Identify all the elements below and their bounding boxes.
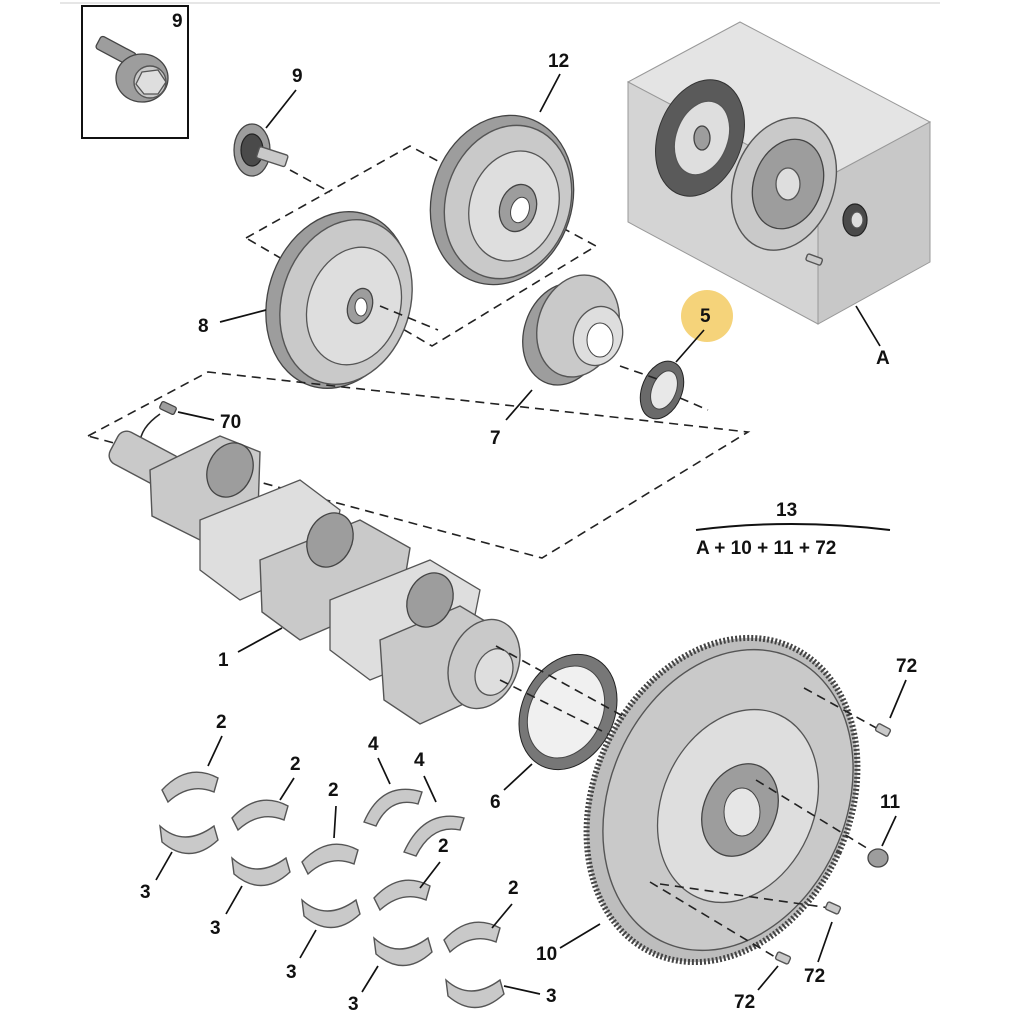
part-72-bolt-bottom[interactable]: [649, 881, 792, 965]
part-72-bolt-mid[interactable]: [659, 883, 842, 915]
part-8-leader: [219, 309, 267, 323]
part-3c-leader: [299, 929, 317, 959]
part-12-damper-pulley[interactable]: [409, 97, 595, 304]
part-72-bottom-leader: [757, 965, 779, 991]
clutch-kit-box-A[interactable]: [626, 21, 932, 325]
part-2a-label: 2: [216, 712, 227, 733]
clutch-disc-icon: [655, 79, 745, 197]
part-2d-leader: [419, 861, 441, 889]
bolt-axis-line: [289, 169, 331, 193]
main-bearing-shell-lower-a[interactable]: [159, 824, 219, 855]
part-9-bolt[interactable]: [233, 123, 289, 177]
part-5-leader: [675, 329, 705, 363]
part-5-label: 5: [700, 306, 711, 327]
main-bearing-shell-lower-c[interactable]: [301, 898, 361, 929]
part-3e-leader: [503, 985, 541, 995]
part-4b-label: 4: [414, 750, 425, 771]
part-9-inset-box[interactable]: 9: [81, 5, 189, 139]
part-12-label: 12: [548, 51, 569, 72]
part-3d-leader: [361, 965, 379, 993]
part-72-bottom-label: 72: [734, 992, 755, 1013]
part-4a-label: 4: [368, 734, 379, 755]
part-11-label: 11: [880, 792, 901, 813]
part-3b-label: 3: [210, 918, 221, 939]
part-A-label: A: [876, 348, 890, 369]
pressure-plate-icon: [730, 117, 838, 251]
part-3c-label: 3: [286, 962, 297, 983]
part-2c-label: 2: [328, 780, 339, 801]
part-1-crankshaft[interactable]: [106, 428, 533, 725]
part-72-top-leader: [889, 679, 907, 719]
part-7-timing-sprocket[interactable]: [510, 264, 632, 396]
part-70-leader: [177, 411, 215, 421]
crankshaft-assembly-frame: [85, 371, 751, 559]
part-70-woodruff-key[interactable]: [139, 401, 177, 445]
part-70-label: 70: [220, 412, 241, 433]
thrust-washer-b[interactable]: [403, 815, 465, 857]
part-72-bolt-top[interactable]: [803, 687, 892, 737]
part-72-mid-leader: [817, 921, 833, 963]
part-72-mid-label: 72: [804, 966, 825, 987]
part-2b-leader: [279, 777, 295, 801]
part-5-highlight: [681, 290, 733, 342]
part-6-label: 6: [490, 792, 501, 813]
bolt-icon: [95, 35, 169, 103]
part-6-leader: [503, 763, 533, 791]
seal-axis-line: [619, 365, 709, 411]
part-2a-leader: [207, 735, 223, 767]
main-bearing-shell-upper-c[interactable]: [301, 843, 359, 876]
clutch-bolt-icon: [805, 253, 824, 266]
main-bearing-shell-upper-d[interactable]: [373, 879, 431, 912]
main-bearing-shell-upper-a[interactable]: [161, 771, 219, 804]
part-12-leader: [539, 73, 561, 113]
thrust-washer-a[interactable]: [363, 788, 423, 827]
part-5-oil-seal[interactable]: [632, 355, 692, 426]
part-2c-leader: [333, 805, 337, 839]
main-bearing-shell-lower-d[interactable]: [373, 936, 433, 967]
part-6-rear-oil-seal[interactable]: [500, 638, 635, 786]
part-3b-leader: [225, 885, 243, 915]
release-bearing-icon: [842, 203, 868, 237]
part-1-label: 1: [218, 650, 229, 671]
main-bearing-shell-lower-e[interactable]: [445, 978, 505, 1009]
part-10-leader: [559, 923, 601, 949]
flywheel-axis-lines: [495, 645, 631, 741]
part-2e-label: 2: [508, 878, 519, 899]
formula-brace: [695, 523, 891, 531]
part-10-label: 10: [536, 944, 557, 965]
kit-13-formula: 13 A + 10 + 11 + 72: [695, 500, 891, 559]
part-3e-label: 3: [546, 986, 557, 1007]
part-2e-leader: [491, 903, 513, 929]
part-9-label: 9: [292, 66, 303, 87]
part-72-top-label: 72: [896, 656, 917, 677]
part-2b-label: 2: [290, 754, 301, 775]
part-2d-label: 2: [438, 836, 449, 857]
main-bearing-shell-upper-b[interactable]: [231, 799, 289, 832]
part-7-label: 7: [490, 428, 501, 449]
part-4b-leader: [423, 775, 437, 803]
part-3d-label: 3: [348, 994, 359, 1015]
part-8-label: 8: [198, 316, 209, 337]
part-9-inset-label: 9: [172, 11, 183, 32]
part-9-leader: [265, 89, 297, 129]
part-13-label: 13: [776, 500, 797, 521]
main-bearing-shell-upper-e[interactable]: [443, 921, 501, 954]
part-11-leader: [881, 815, 897, 847]
part-A-leader: [855, 305, 881, 347]
part-7-leader: [505, 389, 533, 421]
main-bearing-shell-lower-b[interactable]: [231, 856, 291, 887]
pulley-axis-line-1: [379, 305, 439, 331]
part-4a-leader: [377, 757, 391, 785]
part-3a-leader: [155, 851, 173, 881]
kit-13-composition: A + 10 + 11 + 72: [696, 538, 836, 559]
part-8-accessory-pulley[interactable]: [244, 193, 433, 407]
part-11-bolt[interactable]: [755, 779, 889, 868]
part-10-flywheel[interactable]: [537, 594, 908, 1005]
part-3a-label: 3: [140, 882, 151, 903]
part-1-leader: [237, 627, 283, 653]
